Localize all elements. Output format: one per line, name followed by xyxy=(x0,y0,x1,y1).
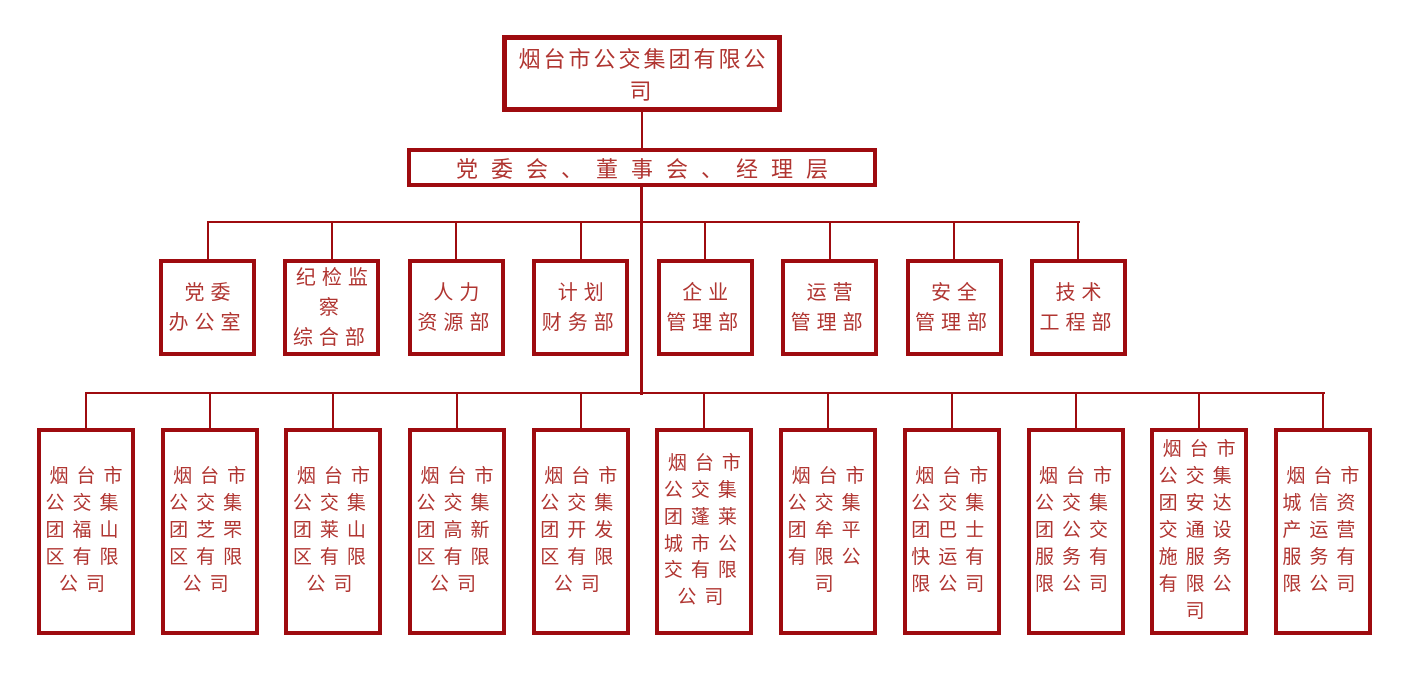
subsidiary-box: 烟台市 公交集 团福山 区有限 公司 xyxy=(37,393,135,635)
department-box: 计划 财务部 xyxy=(532,222,630,356)
subsidiary-box: 烟台市 城信资 产运营 服务有 限公司 xyxy=(1273,393,1372,635)
governance-box: 党委会、董事会、经理层 xyxy=(407,148,877,187)
department-box: 企业 管理部 xyxy=(656,222,754,356)
connector-trunk-line xyxy=(640,187,643,395)
subsidiary-box: 烟台市 公交集 团巴士 快运有 限公司 xyxy=(902,393,1001,635)
subsidiary-box: 烟台市 公交集 团高新 区有限 公司 xyxy=(408,393,507,635)
department-box: 党委 办公室 xyxy=(159,222,256,356)
department-box: 人力 资源部 xyxy=(407,222,505,356)
department-row: 党委 办公室纪检监 察 综合部人力 资源部计划 财务部企业 管理部运营 管理部安… xyxy=(159,222,1127,356)
department-box: 安全 管理部 xyxy=(905,222,1003,356)
subsidiary-box: 烟台市 公交集 团芝罘 区有限 公司 xyxy=(160,393,259,635)
subsidiary-box: 烟台市 公交集 团安达 交通设 施服务 有限公 司 xyxy=(1150,393,1249,635)
department-box: 运营 管理部 xyxy=(781,222,879,356)
department-box: 纪检监 察 综合部 xyxy=(283,222,381,356)
connector-department-bar xyxy=(207,221,1080,223)
subsidiary-box: 烟台市 公交集 团牟平 有限公 司 xyxy=(779,393,878,635)
connector-root-governance-line xyxy=(641,112,643,148)
subsidiary-box: 烟台市 公交集 团蓬莱 城市公 交有限 公司 xyxy=(655,393,754,635)
subsidiary-row: 烟台市 公交集 团福山 区有限 公司烟台市 公交集 团芝罘 区有限 公司烟台市 … xyxy=(37,393,1372,635)
subsidiary-box: 烟台市 公交集 团开发 区有限 公司 xyxy=(531,393,630,635)
subsidiary-box: 烟台市 公交集 团公交 服务有 限公司 xyxy=(1026,393,1125,635)
department-box: 技术 工程部 xyxy=(1029,222,1127,356)
subsidiary-box: 烟台市 公交集 团莱山 区有限 公司 xyxy=(284,393,383,635)
root-company-box: 烟台市公交集团有限公司 xyxy=(502,35,782,112)
